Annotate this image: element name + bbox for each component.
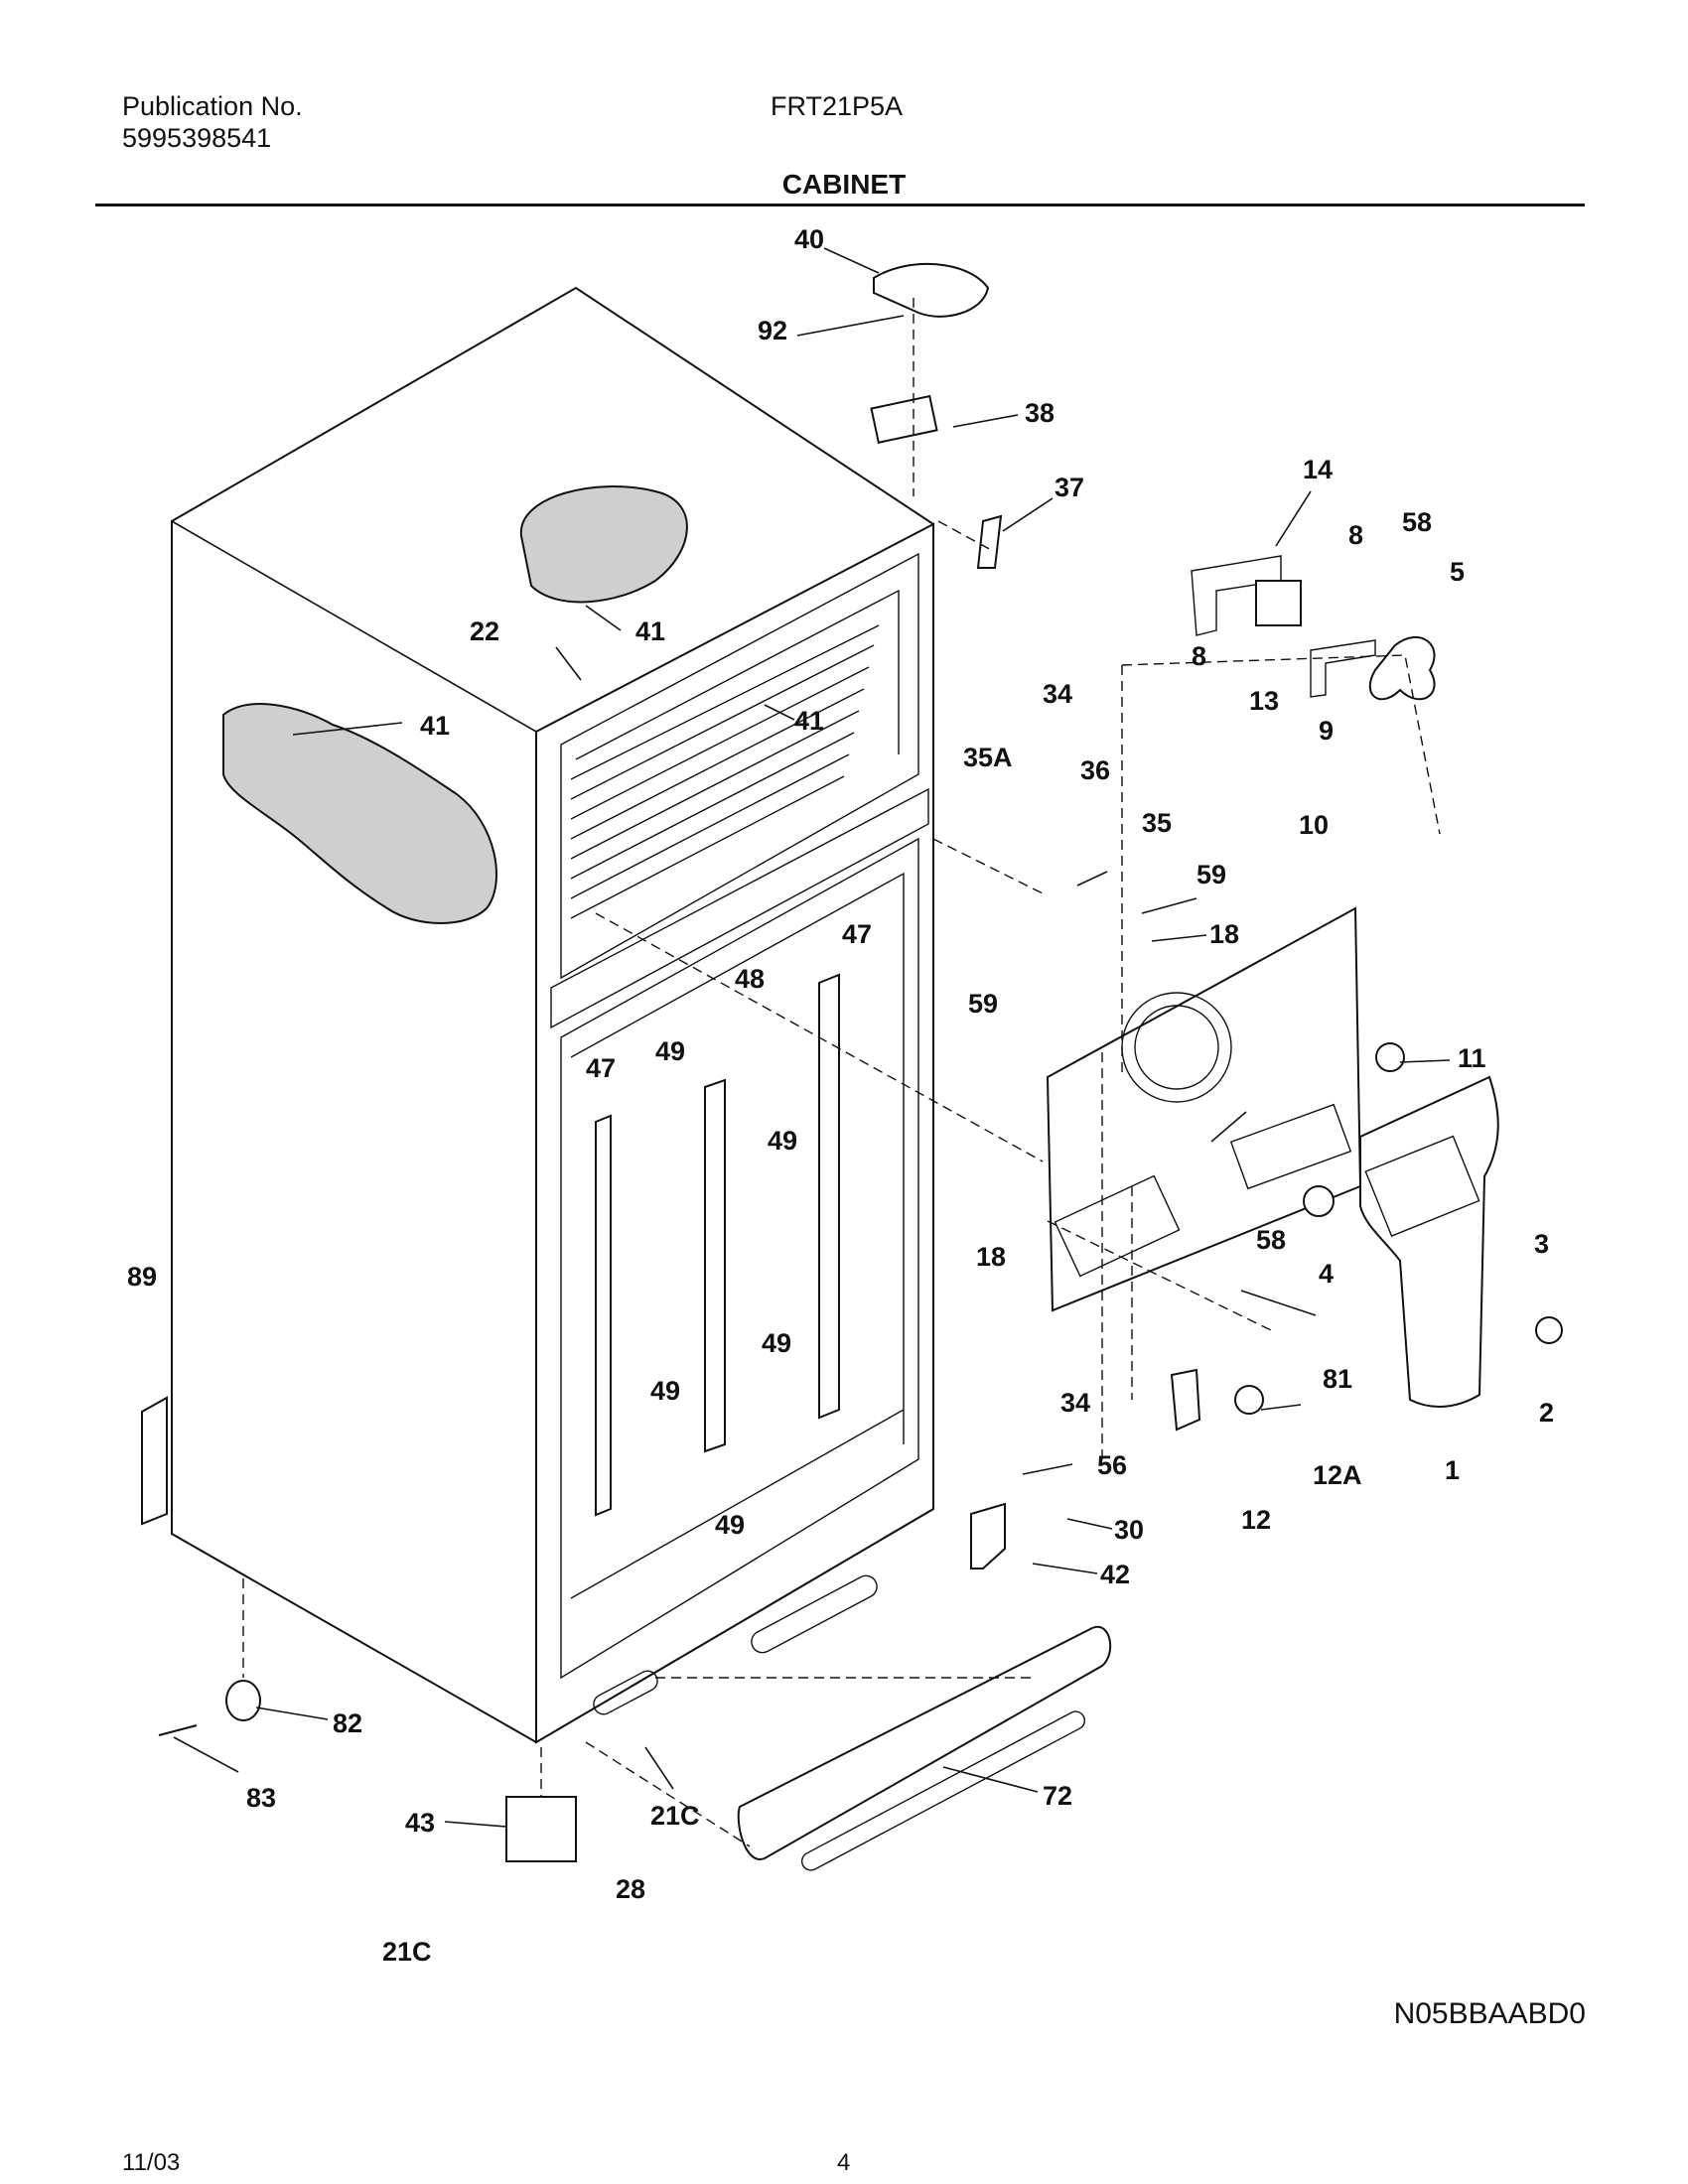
callout-47-left: 47 <box>586 1053 616 1083</box>
callout-59-right: 59 <box>1196 860 1226 889</box>
callout-58-top: 58 <box>1402 507 1432 537</box>
callout-34-lower: 34 <box>1060 1388 1090 1418</box>
hinge-shim <box>976 514 1003 569</box>
insulation-pad-top <box>519 485 688 604</box>
callout-56: 56 <box>1097 1450 1127 1480</box>
callout-40: 40 <box>794 224 824 254</box>
callout-28: 28 <box>616 1874 645 1904</box>
callout-41-inner: 41 <box>794 706 824 736</box>
callout-35a: 35A <box>963 743 1013 772</box>
callout-8-lower: 8 <box>1192 641 1206 671</box>
roller-wheel <box>225 1680 261 1721</box>
callout-21c-left: 21C <box>382 1937 432 1967</box>
fan-motor-assembly <box>1191 555 1436 701</box>
callout-30: 30 <box>1114 1515 1144 1545</box>
toe-grille <box>737 1625 1112 1860</box>
footer-date: 11/03 <box>122 2149 181 2176</box>
callout-43: 43 <box>405 1808 435 1838</box>
callout-47-right: 47 <box>842 919 872 949</box>
callout-41-side: 41 <box>420 711 450 741</box>
callout-58-lower: 58 <box>1256 1225 1286 1255</box>
callout-83: 83 <box>246 1783 276 1813</box>
callout-21c-right: 21C <box>650 1801 700 1831</box>
hinge-cover <box>873 262 990 318</box>
callout-48: 48 <box>735 964 765 994</box>
callout-22: 22 <box>470 616 499 646</box>
callout-42: 42 <box>1100 1560 1130 1589</box>
callout-4: 4 <box>1319 1259 1334 1289</box>
callout-92: 92 <box>758 316 787 345</box>
callout-34-top: 34 <box>1043 679 1072 709</box>
callout-49-b: 49 <box>768 1126 797 1156</box>
callout-8-top: 8 <box>1348 520 1363 550</box>
bottom-hinge <box>970 1502 1006 1570</box>
callout-38: 38 <box>1025 398 1055 428</box>
callout-37: 37 <box>1055 473 1084 502</box>
callout-18-top: 18 <box>1209 919 1239 949</box>
evaporator-cover <box>1046 906 1362 1312</box>
model-number: FRT21P5A <box>771 91 904 121</box>
callout-1: 1 <box>1445 1455 1460 1485</box>
leader-lines <box>173 247 1451 1828</box>
callout-9: 9 <box>1319 716 1334 746</box>
relay-bracket <box>505 1796 577 1862</box>
callout-89: 89 <box>127 1262 157 1292</box>
footer-page-number: 4 <box>837 2149 851 2176</box>
callout-18-lower: 18 <box>976 1242 1006 1272</box>
thermostat <box>1303 1185 1335 1217</box>
cabinet-body <box>171 286 934 1744</box>
callout-5: 5 <box>1450 557 1465 587</box>
callout-labels: 40 92 38 37 14 8 58 5 22 41 41 41 8 13 9… <box>127 224 1554 1967</box>
control-housing <box>1359 1075 1499 1408</box>
callout-13: 13 <box>1249 686 1279 716</box>
section-title: CABINET <box>781 169 907 200</box>
top-hinge <box>870 394 938 444</box>
callout-35: 35 <box>1142 808 1172 838</box>
callout-3: 3 <box>1534 1229 1549 1259</box>
callout-49-a: 49 <box>655 1036 685 1066</box>
control-knob <box>1535 1316 1563 1344</box>
callout-49-e: 49 <box>715 1510 745 1540</box>
header-rule <box>95 204 1585 206</box>
callout-72: 72 <box>1043 1781 1072 1811</box>
callout-59-left: 59 <box>968 989 998 1019</box>
publication-label: Publication No. <box>122 91 303 121</box>
callout-36: 36 <box>1080 755 1110 785</box>
light-bulb-12a <box>1234 1385 1264 1415</box>
callout-11: 11 <box>1458 1043 1486 1073</box>
callout-10: 10 <box>1299 810 1329 840</box>
callout-41-top: 41 <box>635 616 665 646</box>
callout-49-d: 49 <box>650 1376 680 1406</box>
callout-81: 81 <box>1323 1364 1352 1394</box>
callout-12: 12 <box>1241 1505 1271 1535</box>
callout-14: 14 <box>1303 455 1333 484</box>
side-bracket <box>141 1396 168 1526</box>
callout-82: 82 <box>333 1708 362 1738</box>
callout-12a: 12A <box>1313 1460 1362 1490</box>
shelf-ladders <box>595 973 840 1517</box>
light-shield <box>1170 1368 1201 1432</box>
explosion-lines <box>242 298 1441 1847</box>
roller-axle <box>158 1724 198 1736</box>
insulation-pad-side <box>222 703 497 924</box>
diagram-code: N05BBAABD0 <box>1393 1997 1586 2030</box>
light-socket <box>1375 1042 1405 1072</box>
publication-number: 5995398541 <box>122 123 272 153</box>
callout-49-c: 49 <box>762 1328 791 1358</box>
callout-2: 2 <box>1539 1398 1554 1428</box>
